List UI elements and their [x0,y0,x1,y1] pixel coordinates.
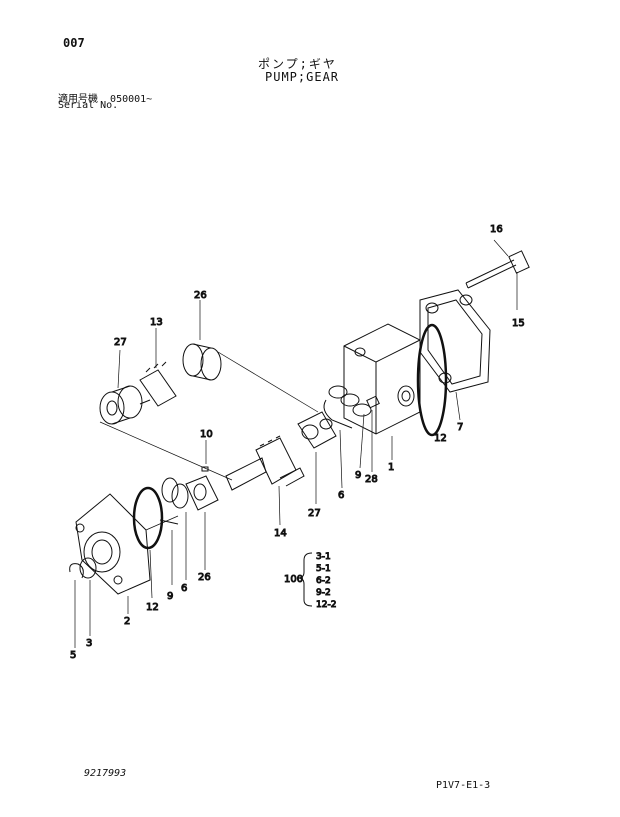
ring-set-part [159,477,189,585]
pin-part [201,440,209,472]
callout-13: 13 [150,317,163,328]
callout-6: 6 [338,490,344,501]
seal-ring-part [132,486,164,550]
callout-27: 27 [308,508,321,519]
applicable-serial: 適用号機 050001~ [58,90,152,105]
bushing-part [297,411,337,504]
serial-label: Serial No. [58,100,119,111]
callout-7: 7 [457,422,463,433]
oil-seal-part [79,557,97,636]
assembly-guide-lines [99,351,319,531]
front-cover-part [75,493,151,614]
pump-body-part [343,323,421,460]
bearing-part [182,300,222,381]
callout-3: 3 [86,638,92,649]
drive-gear-shaft-part [225,435,305,526]
page-number: 007 [63,36,85,50]
callout-5: 5 [70,650,76,661]
cover-plate-part [419,289,491,421]
serial-range: 050001~ [110,94,153,105]
callout-9: 9 [167,591,173,602]
callout-26: 26 [194,290,207,301]
snap-ring-part [69,563,84,648]
kit-item: 9-2 [316,588,331,598]
callout-2: 2 [124,616,130,627]
kit-number: 100 [284,574,303,585]
bearing-part [99,349,143,425]
callout-6: 6 [181,583,187,594]
figure-code: P1V7-E1-3 [436,780,491,791]
callout-16: 16 [490,224,503,235]
driven-gear-part [139,328,177,407]
callout-12: 12 [434,433,447,444]
title-japanese: ポンプ;ギヤ [258,57,337,71]
callout-1: 1 [388,462,394,473]
kit-item: 3-1 [316,552,331,562]
callout-9: 9 [355,470,361,481]
kit-item: 5-1 [316,564,331,574]
callout-27: 27 [114,337,127,348]
callout-10: 10 [200,429,213,440]
callout-15: 15 [512,318,525,329]
bushing-part [185,475,219,570]
kit-item: 12-2 [316,600,336,610]
bolt-part [465,239,530,310]
pin-rings-group [323,385,380,489]
kit-brace [297,552,313,607]
callout-26: 26 [198,572,211,583]
callout-14: 14 [274,528,287,539]
seal-ring-part [416,323,448,437]
callout-12: 12 [146,602,159,613]
title-english: PUMP;GEAR [265,70,340,84]
document-id: 9217993 [84,768,127,779]
kit-item: 6-2 [316,576,331,586]
callout-28: 28 [365,474,378,485]
applicable-label: 適用号機 [58,94,98,105]
